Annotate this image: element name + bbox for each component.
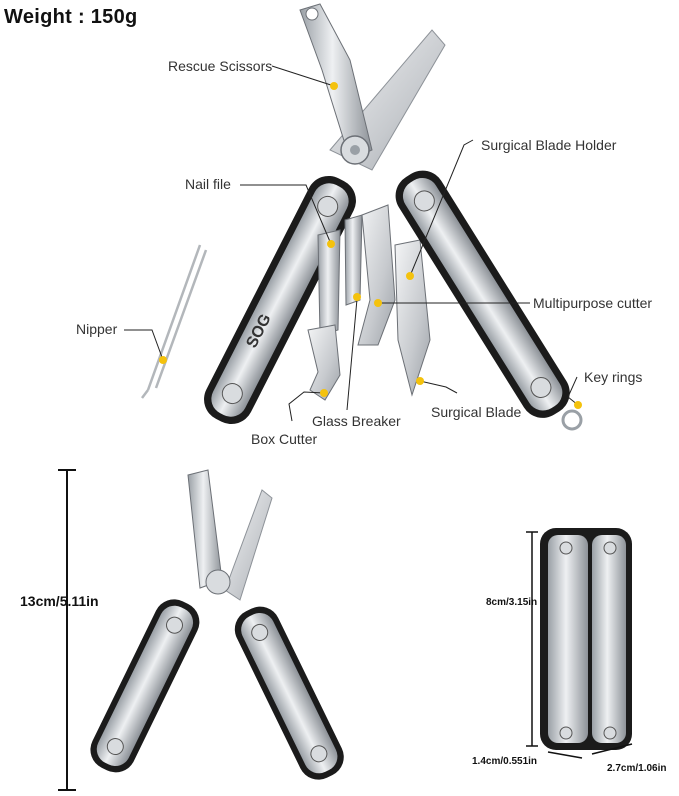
surgical-blade-tool	[394, 239, 431, 397]
label-nail-file: Nail file	[185, 176, 231, 192]
key-ring	[561, 409, 583, 431]
weight-title: Weight : 150g	[4, 6, 138, 28]
nipper-tweezers	[141, 244, 208, 399]
scissor-handle	[299, 3, 373, 161]
label-key-rings: Key rings	[584, 369, 643, 385]
nail-file-tool	[317, 229, 341, 336]
top-tool: SOG	[141, 3, 583, 431]
label-surgical-blade: Surgical Blade	[431, 404, 522, 420]
folded-tool	[540, 528, 632, 750]
dimension-length: 13cm/5.11in	[20, 593, 99, 609]
label-surgical-blade-holder: Surgical Blade Holder	[481, 137, 617, 153]
glass-breaker-tool	[344, 214, 363, 306]
callout-dots	[159, 82, 582, 409]
dimension-thickness: 1.4cm/0.551in	[472, 756, 538, 767]
label-glass-breaker: Glass Breaker	[312, 413, 401, 429]
folded-dimensions	[526, 531, 633, 759]
label-rescue-scissors: Rescue Scissors	[168, 58, 273, 74]
multipurpose-cutter-tool	[357, 204, 396, 346]
dimension-width: 2.7cm/1.06in	[607, 763, 667, 774]
open-tool	[90, 469, 344, 780]
label-nipper: Nipper	[76, 321, 118, 337]
callout-lines	[124, 65, 579, 422]
open-tool-dimension	[58, 469, 76, 791]
box-cutter-tool	[307, 324, 341, 401]
label-multipurpose-cutter: Multipurpose cutter	[533, 295, 653, 311]
dimension-folded-height: 8cm/3.15in	[486, 597, 538, 608]
label-box-cutter: Box Cutter	[251, 431, 318, 447]
right-handle	[395, 170, 570, 418]
